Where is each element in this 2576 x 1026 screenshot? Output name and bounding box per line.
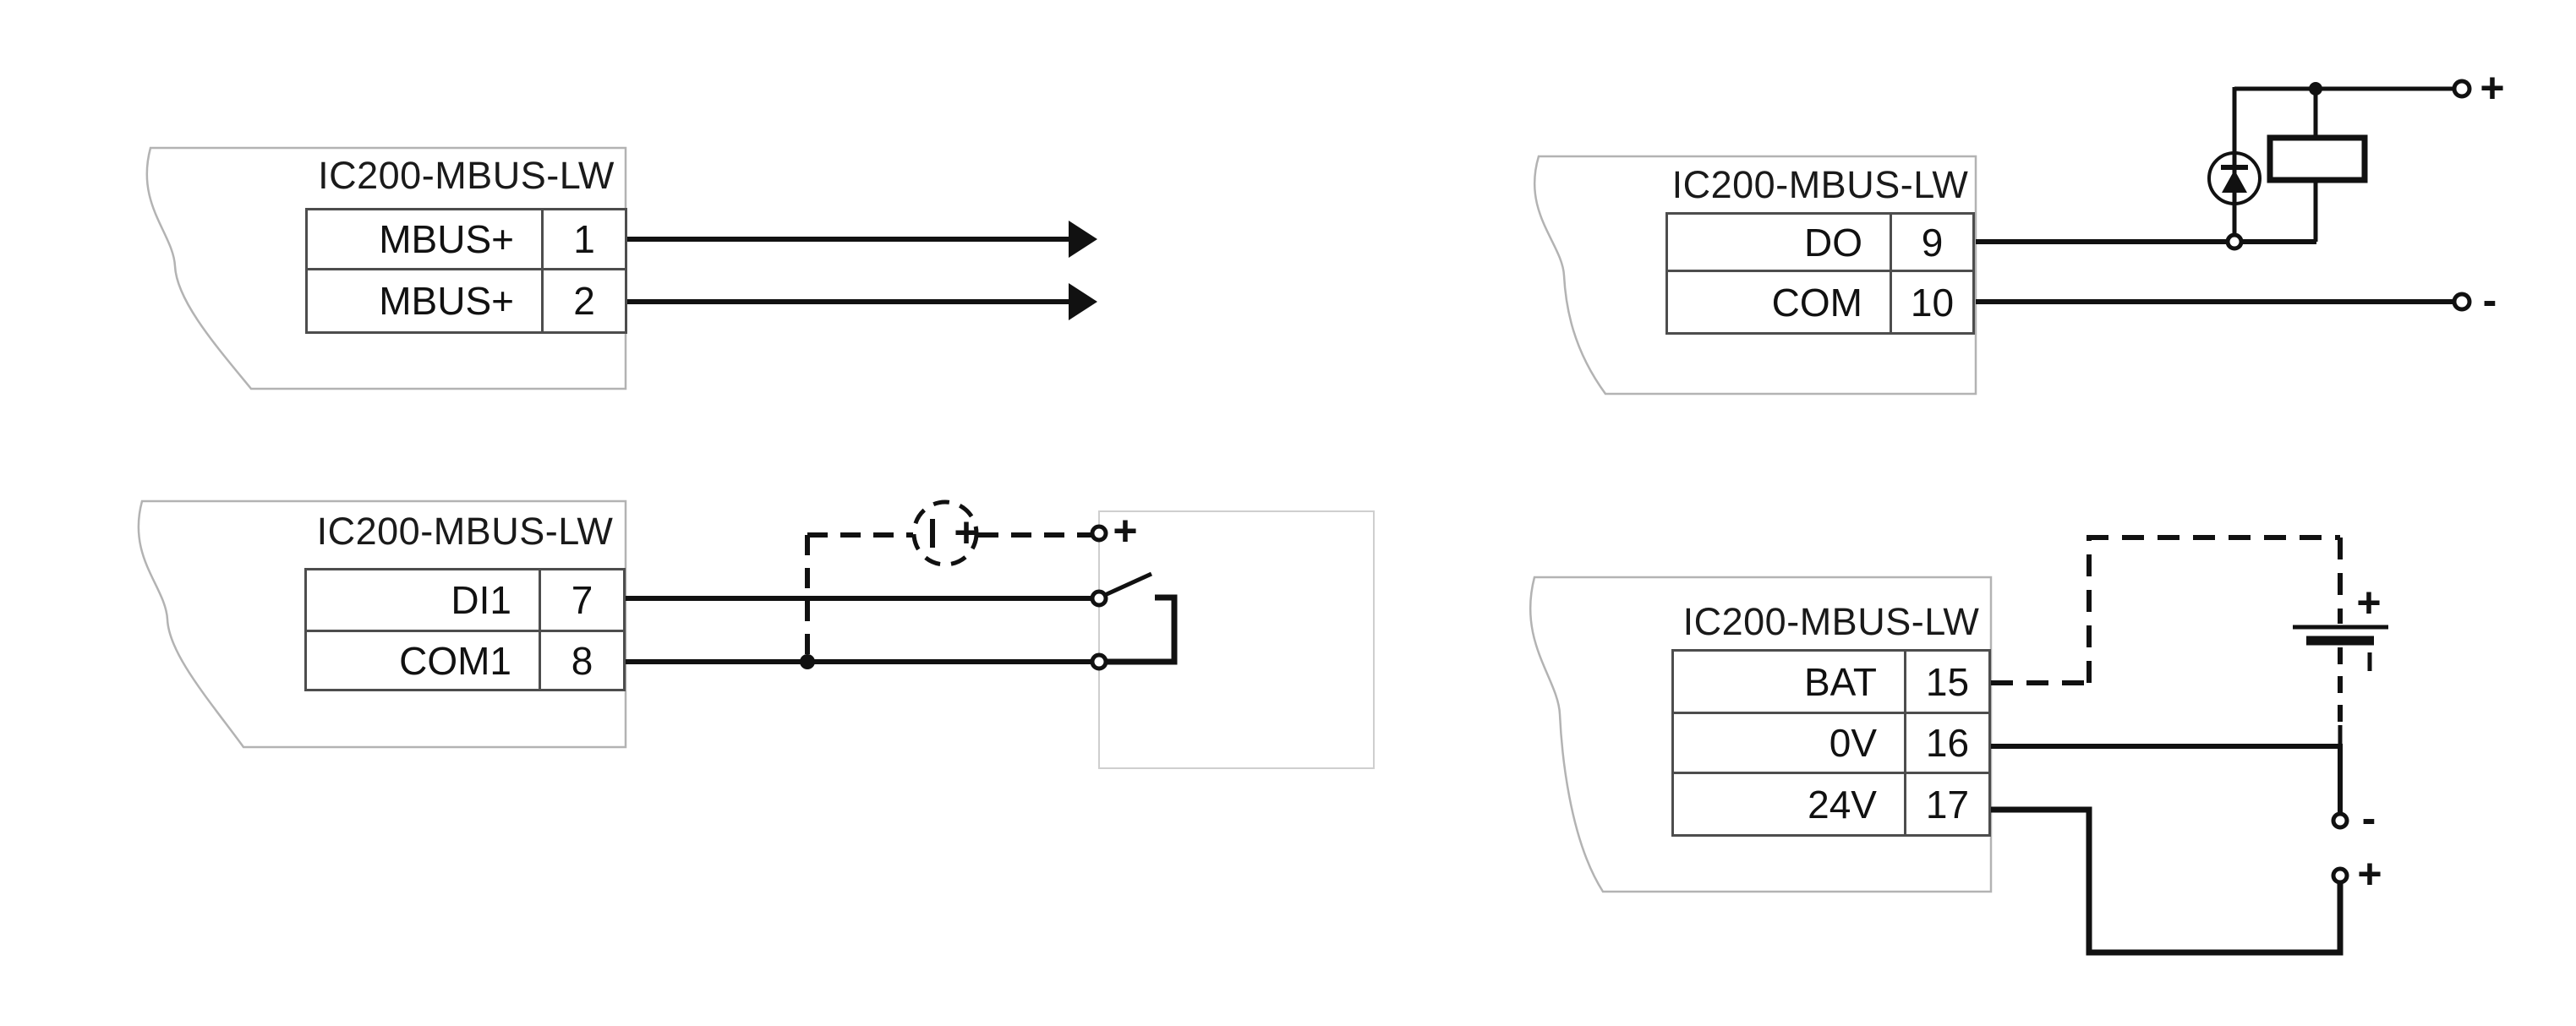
terminal-pin: 10 (1910, 280, 1955, 325)
switch-lever-icon (1103, 571, 1153, 598)
terminal-pin: 17 (1925, 782, 1970, 827)
dc-source-icon (911, 499, 979, 567)
terminal-table-power: BAT 15 0V 16 24V 17 (1671, 649, 1991, 837)
terminal-pin: 1 (544, 210, 625, 270)
minus-label: - (2362, 794, 2376, 842)
terminal-pin: 8 (571, 638, 593, 683)
dc-source-plus-label: + (954, 509, 978, 556)
terminal-pin: 2 (573, 279, 595, 323)
com1-terminal-circle (1090, 652, 1108, 671)
minus-terminal-circle (2452, 292, 2472, 312)
plus-terminal-circle (2452, 79, 2472, 99)
terminal-pin: 7 (541, 570, 623, 632)
terminal-label: MBUS+ (308, 270, 544, 331)
junction-dot (2309, 82, 2322, 96)
module-title: IC200-MBUS-LW (1682, 600, 1980, 643)
junction-terminal-circle (2225, 232, 2244, 251)
arrow-right-icon (1069, 283, 1097, 320)
terminal-label: 0V (1674, 714, 1906, 774)
terminal-label: DO (1668, 215, 1892, 272)
switch-terminal-circle (1090, 589, 1108, 608)
module-title: IC200-MBUS-LW (318, 154, 615, 197)
plus-label: + (2480, 64, 2504, 112)
minus-label: - (2483, 276, 2497, 324)
zero-volt-wire (1991, 744, 2343, 813)
battery-plus-label: + (2356, 579, 2381, 626)
terminal-table-mbus: MBUS+ 1 MBUS+ 2 (305, 208, 627, 334)
arrow-right-icon (1069, 221, 1097, 258)
terminal-table-digital-input: DI1 7 COM1 8 (304, 568, 626, 691)
junction-dot (800, 654, 815, 669)
twentyfour-volt-wire (1991, 806, 2344, 956)
terminal-label: DI1 (307, 570, 541, 632)
plus-terminal-circle (2331, 866, 2349, 885)
plus-label: + (1113, 507, 1137, 554)
plus-terminal-circle (1090, 524, 1108, 543)
external-device-box (1098, 510, 1375, 769)
terminal-pin: 15 (1906, 652, 1988, 714)
minus-terminal-circle (2331, 811, 2349, 830)
diode-triangle-icon (2222, 170, 2247, 193)
terminal-pin: 9 (1892, 215, 1972, 272)
terminal-label: 24V (1674, 774, 1906, 834)
terminal-label: COM (1668, 272, 1892, 332)
switch-return-wire (1105, 594, 1178, 665)
plus-label: + (2357, 850, 2382, 898)
terminal-label: MBUS+ (308, 210, 544, 270)
relay-coil-icon (2267, 134, 2368, 183)
terminal-label: BAT (1674, 652, 1906, 714)
module-title: IC200-MBUS-LW (316, 510, 614, 553)
module-title: IC200-MBUS-LW (1671, 163, 1969, 206)
terminal-table-digital-output: DO 9 COM 10 (1665, 212, 1975, 335)
terminal-label: COM1 (307, 632, 541, 689)
terminal-pin: 16 (1906, 714, 1988, 774)
